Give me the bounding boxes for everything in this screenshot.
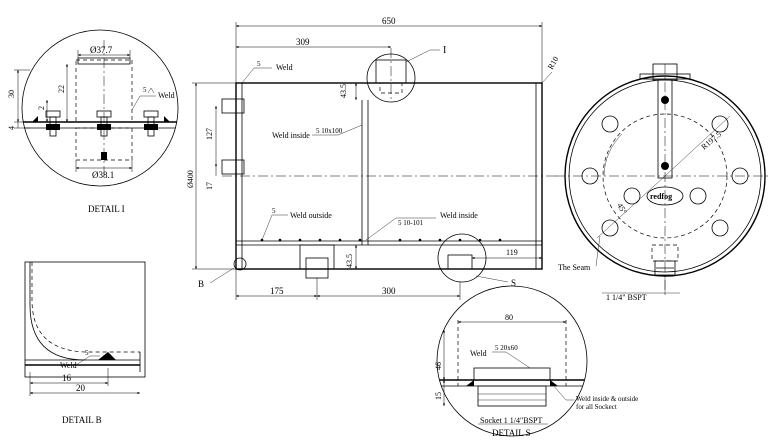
angle-45: 45° [615, 202, 628, 216]
dim-15: 15 [434, 392, 443, 400]
dim-300: 300 [382, 286, 396, 296]
dim-4: 4 [7, 126, 16, 130]
weld-outside: Weld outside [290, 211, 332, 220]
weld-label: Weld [158, 91, 175, 100]
dim-43-5-top: 43.5 [339, 84, 348, 98]
dim-2: 2 [37, 106, 46, 110]
weld-inside-2-spec: 5 10-101 [398, 219, 424, 227]
detail-b-marker [233, 257, 247, 271]
weld-label: Weld [60, 361, 77, 370]
dim-400: Ø400 [186, 170, 195, 188]
detail-b-title: DETAIL B [62, 415, 102, 425]
bolt-icon [45, 110, 61, 137]
dim-127: 127 [205, 128, 214, 140]
dim-17: 17 [205, 182, 214, 190]
dim-80: 80 [505, 313, 513, 322]
side-view: R197.5 45° redfog The Seam 1 1/4" BSPT [555, 63, 770, 302]
dim-22: 22 [57, 85, 66, 93]
detail-b: Weld 5 16 20 DETAIL B [24, 261, 146, 425]
logo-icon [646, 186, 684, 206]
weld-top-size: 5 [257, 60, 261, 68]
weld-label: Weld [470, 349, 487, 358]
logo-text: redfog [650, 192, 672, 201]
dim-309: 309 [296, 37, 310, 47]
weld-inside-outside: Weld inside & outside [576, 395, 638, 403]
dim-30: 30 [7, 90, 16, 98]
detail-b-frame [24, 261, 146, 378]
dim-650: 650 [382, 16, 396, 26]
dim-diameter-top: Ø37.7 [90, 45, 113, 55]
weld-inside-1: Weld inside [272, 131, 310, 140]
label-b: B [198, 279, 204, 289]
weld-inside-2: Weld inside [440, 211, 478, 220]
weld-outside-size: 5 [272, 207, 276, 215]
dim-r197: R197.5 [700, 130, 724, 152]
detail-i-marker [366, 53, 416, 103]
weld-top-label: Weld [276, 63, 293, 72]
detail-s: 80 46 15 Weld 5 20x60 Weld inside & outs… [434, 285, 638, 438]
dim-43-5-bottom: 43.5 [345, 254, 354, 268]
socket-label: Socket 1 1/4"BSPT [480, 416, 542, 425]
bolt-icon [143, 110, 159, 137]
weld-size: 5 [143, 86, 147, 94]
dim-175: 175 [270, 286, 284, 296]
main-view: 650 309 I R10 5 Weld 43.5 Weld inside 5 … [186, 16, 560, 300]
weld-size: 5 [85, 349, 89, 357]
detail-s-circle [436, 285, 588, 437]
label-s: S [511, 278, 516, 288]
bspt-label: 1 1/4" BSPT [606, 293, 647, 302]
detail-i-title: DETAIL I [88, 204, 125, 214]
weld-inside-1-spec: 5 10x100 [316, 127, 343, 135]
the-seam: The Seam [558, 263, 591, 272]
dim-119: 119 [506, 248, 518, 257]
detail-i: 30 4 22 2 Ø37.7 Ø38.1 5 Weld DETAIL I [7, 29, 179, 214]
detail-s-title: DETAIL S [492, 428, 531, 438]
dim-diameter-bottom: Ø38.1 [92, 170, 114, 180]
bolt-icon [96, 110, 112, 160]
dim-20: 20 [76, 383, 86, 393]
detail-i-circle [21, 29, 179, 187]
dim-46: 46 [434, 362, 443, 370]
dim-16: 16 [62, 373, 72, 383]
dim-r10: R10 [546, 55, 560, 71]
label-i: I [443, 45, 446, 56]
weld-spec: 5 20x60 [495, 344, 518, 352]
for-all-socket: for all Sockect [576, 403, 617, 411]
